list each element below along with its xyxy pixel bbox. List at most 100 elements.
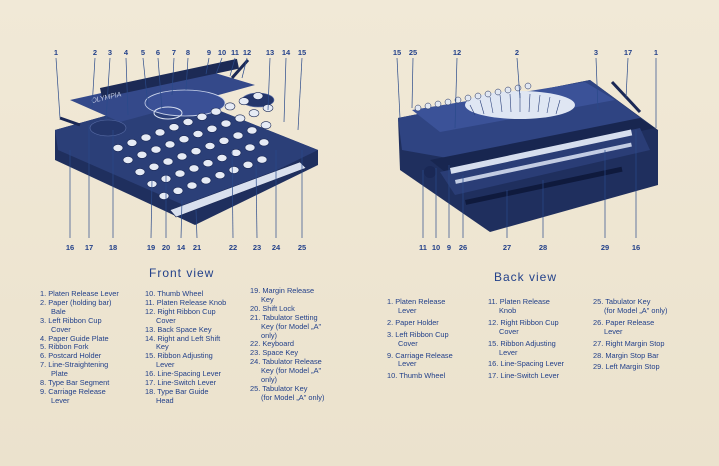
legend-entry-line: Key (for Model „A" <box>261 366 322 376</box>
legend-entry-line: 16. Line-Spacing Lever <box>145 369 222 379</box>
callout-number: 6 <box>155 48 161 57</box>
callout-number: 14 <box>281 48 291 57</box>
key-cap <box>178 135 190 144</box>
legend-entry-line: 7. Line-Straightening <box>40 360 109 370</box>
key-cap <box>154 128 166 137</box>
key-cap <box>218 136 230 145</box>
key-cap <box>248 109 260 118</box>
legend-entry-line: 1. Platen Release <box>387 297 446 306</box>
legend-entry-line: 25. Tabulator Key <box>593 297 651 306</box>
legend-entry-line: 9. Carriage Release <box>40 386 106 396</box>
callout-number: 25 <box>297 243 307 252</box>
callout-number: 12 <box>242 48 252 57</box>
legend-entry-line: 6. Postcard Holder <box>40 351 102 361</box>
legend-entry-line: 1. Platen Release Lever <box>40 289 119 298</box>
legend-entry-line: 2. Paper Holder <box>387 317 439 327</box>
legend-entry-line: 17. Line-Switch Lever <box>488 371 560 381</box>
callout-number: 14 <box>176 243 186 252</box>
callout-number: 9 <box>206 48 212 57</box>
legend-entry-line: 10. Thumb Wheel <box>387 371 446 381</box>
key-cap <box>192 130 204 138</box>
legend-entry-line: Cover <box>51 324 71 334</box>
key-cap <box>162 157 174 166</box>
legend-entry-line: only) <box>261 375 278 385</box>
key-cap <box>186 181 198 190</box>
legend-entry-line: Plate <box>51 369 68 379</box>
key-cap <box>136 150 148 159</box>
callout-number: 4 <box>123 48 129 57</box>
callout-number: 3 <box>107 48 113 57</box>
callout-number: 26 <box>458 243 468 252</box>
legend-entry-line: 12. Right Ribbon Cup <box>145 306 216 316</box>
key-cap <box>206 124 218 133</box>
key-cap <box>202 159 214 168</box>
legend-entry-line: 15. Ribbon Adjusting <box>488 338 556 348</box>
callout-number: 1 <box>653 48 659 57</box>
callout-number: 8 <box>185 48 191 57</box>
key-cap <box>246 126 258 135</box>
legend-entry-line: 27. Right Margin Stop <box>593 338 665 348</box>
legend-entry-line: 5. Ribbon Fork <box>40 342 89 352</box>
callout-number: 21 <box>192 243 202 252</box>
callout-number: 13 <box>265 48 275 57</box>
key-cap <box>230 148 242 157</box>
callout-number: 25 <box>408 48 418 57</box>
callout-number: 3 <box>593 48 599 57</box>
key-cap <box>214 171 226 180</box>
callout-number: 2 <box>514 48 520 57</box>
legend-entry-line: 4. Paper Guide Plate <box>40 333 109 343</box>
callout-number: 16 <box>631 243 641 252</box>
key-cap <box>244 143 256 152</box>
legend-entry-line: 29. Left Margin Stop <box>593 362 660 372</box>
legend-entry-line: Cover <box>398 338 418 348</box>
legend-entry-line: Key (for Model „A" <box>261 321 322 331</box>
key-cap <box>210 107 222 116</box>
legend-entry-line: 11. Platen Release <box>488 297 550 306</box>
callout-number: 2 <box>92 48 98 57</box>
legend-entry-line: Knob <box>499 305 517 315</box>
legend-entry-line: 12. Right Ribbon Cup <box>488 317 559 327</box>
legend-entry-line: 14. Right and Left Shift <box>145 333 221 343</box>
legend-spacer <box>593 372 693 375</box>
legend-entry-line: Key <box>156 342 169 352</box>
back-legend-column-3: 25. Tabulator Key(for Model „A" only)26.… <box>593 297 693 375</box>
legend-spacer <box>387 381 487 384</box>
key-cap <box>148 162 160 171</box>
legend-entry-line: Lever <box>398 359 417 369</box>
key-cap <box>150 145 162 154</box>
legend-entry-line: 20. Shift Lock <box>250 303 295 313</box>
callout-number: 17 <box>623 48 633 57</box>
legend-entry-line: Head <box>156 395 174 405</box>
callout-number: 18 <box>108 243 118 252</box>
legend-entry-line: Cover <box>156 315 176 325</box>
legend-entry-line: (for Model „A" only) <box>604 305 668 315</box>
legend-spacer <box>488 381 588 384</box>
legend-entry-line: Lever <box>156 360 175 370</box>
legend-entry-line: 23. Space Key <box>250 348 299 358</box>
key-cap <box>112 144 124 152</box>
key-cap <box>258 138 270 147</box>
key-cap <box>224 102 236 111</box>
callout-number: 1 <box>53 48 59 57</box>
callout-number: 24 <box>271 243 281 252</box>
key-cap <box>256 155 268 164</box>
legend-entry-line: Lever <box>604 326 623 336</box>
callout-number: 19 <box>146 243 156 252</box>
legend-entry-line: Bale <box>51 306 66 316</box>
legend-entry-line: 8. Type Bar Segment <box>40 378 110 388</box>
key-cap <box>188 164 200 173</box>
legend-entry-line: Key <box>261 294 274 304</box>
callout-number: 9 <box>446 243 452 252</box>
back-view-title: Back view <box>494 270 558 284</box>
legend-entry-line: 25. Tabulator Key <box>250 383 308 393</box>
front-view-title: Front view <box>149 266 215 280</box>
callout-number: 27 <box>502 243 512 252</box>
key-cap <box>190 147 202 156</box>
key-cap <box>122 156 134 164</box>
key-cap <box>140 133 152 142</box>
callout-number: 23 <box>252 243 262 252</box>
